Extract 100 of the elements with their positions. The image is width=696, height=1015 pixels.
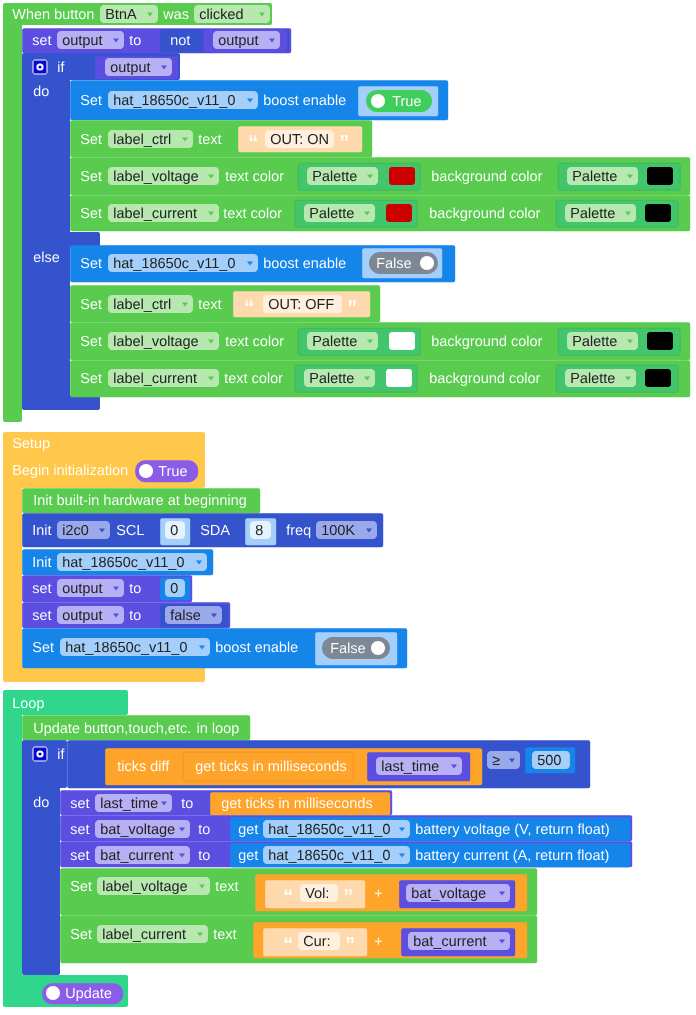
dropdown-field: bat_current [408, 932, 510, 950]
node-label: Set [80, 133, 102, 145]
node-label: background color [432, 335, 543, 350]
dropdown-field: hat_18650c_v11_0 [57, 553, 207, 571]
number-block: 0 [160, 577, 191, 601]
node-label: output [218, 35, 259, 49]
dropdown-field: Palette [307, 332, 378, 350]
dropdown-field: Palette [307, 167, 378, 185]
dropdown-field: bat_voltage [95, 820, 190, 838]
get-battery-block: get hat_18650c_v11_0 battery current (A, return float) [230, 843, 631, 868]
node-label: Set [80, 298, 102, 310]
node-label: Set [80, 170, 102, 182]
node-label: background color [430, 372, 541, 387]
color-block [556, 365, 679, 393]
node-label: get [238, 850, 259, 864]
node-label: to [129, 583, 141, 594]
dropdown-field: output [105, 58, 172, 76]
dropdown-field: Palette [565, 369, 636, 387]
node-label: background color [430, 207, 541, 222]
node-label: set [32, 610, 52, 621]
node-label: do [33, 85, 49, 97]
dropdown-field: false [165, 606, 222, 624]
node-label: battery voltage (V, return float) [416, 823, 609, 838]
text-block: “ Vol: ” [265, 880, 366, 909]
node-label: text [198, 299, 222, 310]
dropdown-field: Palette [567, 332, 638, 350]
dropdown-field: label_voltage [108, 167, 219, 185]
dropdown-field: label_current [97, 925, 208, 943]
init-block: Init hat_18650c_v11_0 [22, 549, 214, 576]
text-block: “ OUT: OFF ” [233, 291, 371, 318]
node-label: Set [80, 335, 102, 347]
dropdown-field: BtnA [100, 5, 158, 23]
variable-block [367, 752, 471, 782]
variable-block [203, 29, 288, 53]
toggle-switch: False [315, 632, 398, 666]
dropdown-field: last_time [95, 794, 172, 812]
dropdown-field: hat_18650c_v11_0 [263, 846, 410, 864]
color-block [295, 365, 418, 393]
node-label: to [129, 610, 141, 621]
number-block: 0 [160, 518, 191, 546]
color-block [556, 200, 679, 228]
node-label: text [215, 881, 239, 892]
number-block: 500 [525, 747, 576, 774]
text-block: “ OUT: ON ” [238, 126, 363, 153]
node-label: set [32, 583, 52, 594]
dropdown-field: hat_18650c_v11_0 [108, 91, 258, 109]
dropdown-field: ≥ [487, 751, 520, 769]
color-block [298, 163, 421, 191]
node-label: battery current (A, return float) [416, 849, 609, 864]
node-label: Set [80, 372, 102, 384]
node-label: text [198, 134, 222, 145]
dropdown-field: label_ctrl [108, 295, 193, 313]
dropdown-field: i2c0 [57, 521, 110, 539]
node-label: Set [80, 207, 102, 219]
dropdown-field: label_current [108, 369, 219, 387]
node-label: text [213, 929, 237, 940]
dropdown-field: hat_18650c_v11_0 [108, 254, 258, 272]
node-label: 0 [170, 582, 178, 594]
dropdown-field: bat_current [95, 846, 190, 864]
node-label: When button [12, 8, 94, 20]
node-label: else [33, 251, 60, 263]
dropdown-field: Palette [304, 204, 375, 222]
init-block: Init built-in hardware at beginning [22, 488, 261, 514]
dropdown-field: label_voltage [97, 877, 210, 895]
variable-block [95, 56, 179, 80]
dropdown-field: output [57, 579, 124, 597]
dropdown-field: Palette [567, 167, 638, 185]
dropdown-field: output [57, 606, 124, 624]
dropdown-field: 100K [316, 521, 377, 539]
toggle-switch: Update [42, 983, 124, 1005]
get-battery-block: get hat_18650c_v11_0 battery voltage (V, return float) [230, 817, 631, 842]
dropdown-field: output [57, 31, 124, 49]
dropdown-field: label_ctrl [108, 130, 193, 148]
color-block [298, 328, 421, 356]
dropdown-field: hat_18650c_v11_0 [263, 820, 410, 838]
dropdown-field: output [213, 31, 280, 49]
color-block [558, 328, 681, 356]
get-ticks-block: get ticks in milliseconds [183, 752, 354, 782]
variable-block [399, 880, 516, 909]
dropdown-field: clicked [194, 5, 270, 23]
node-label: if [58, 748, 65, 759]
node-label: was [163, 11, 189, 20]
dropdown-field: label_current [108, 204, 219, 222]
number-block: 8 [245, 518, 277, 546]
dropdown-field: label_voltage [108, 332, 219, 350]
node-label: get [238, 824, 259, 838]
text-block: “ Cur: ” [263, 928, 368, 957]
variable-block [401, 928, 516, 957]
node-label: Set [70, 928, 92, 940]
color-block [558, 163, 681, 191]
node-label: Set [70, 880, 92, 892]
update-block: Update button,touch,etc. in loop [22, 715, 251, 741]
node-label: background color [432, 170, 543, 185]
toggle-switch: True [135, 460, 199, 483]
color-block [295, 200, 418, 228]
node-label: do [33, 796, 49, 808]
dropdown-field: hat_18650c_v11_0 [60, 638, 210, 656]
dropdown-field: Palette [304, 369, 375, 387]
boolean-block [160, 604, 229, 628]
toggle-switch: True [358, 86, 439, 117]
